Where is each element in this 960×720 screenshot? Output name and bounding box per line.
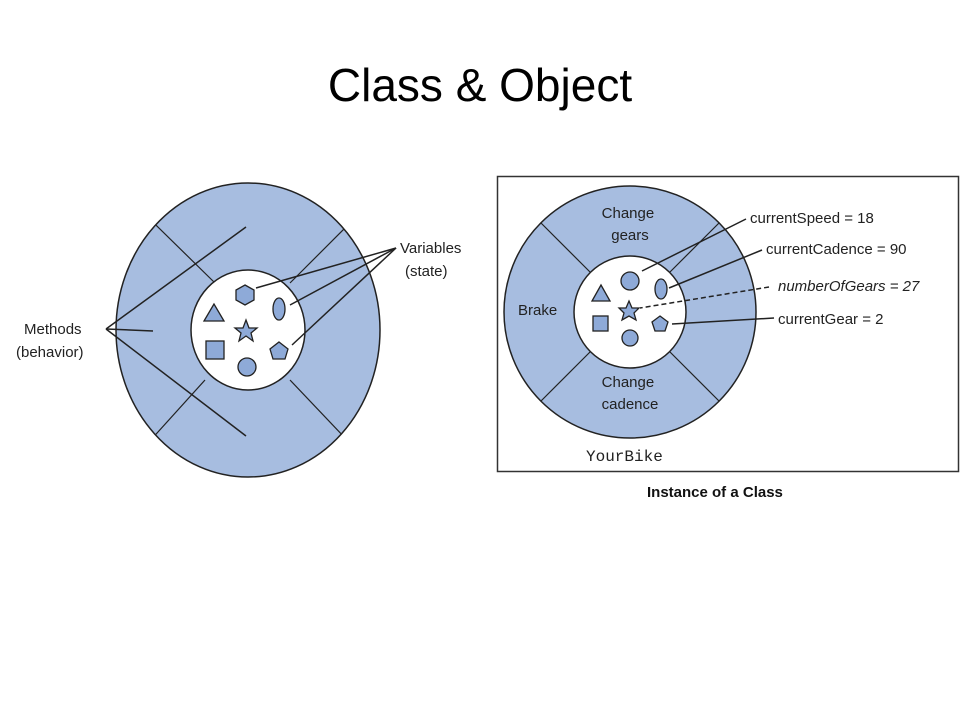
hexagon-icon	[235, 284, 255, 306]
variable-pointers	[639, 218, 775, 325]
segment-change-gears: Change gears	[602, 205, 659, 244]
class-state-shapes	[202, 284, 289, 377]
diagram-caption: Instance of a Class	[647, 484, 783, 501]
variable-current-gear: currentGear = 2	[778, 311, 883, 328]
variable-number-of-gears: numberOfGears = 27	[778, 278, 920, 295]
variables-label: Variables (state)	[400, 240, 466, 280]
square-icon	[592, 315, 609, 332]
variable-current-cadence: currentCadence = 90	[766, 241, 907, 258]
segment-change-cadence: Change cadence	[602, 374, 659, 413]
star-icon	[233, 318, 259, 343]
page-title: Class & Object	[327, 59, 633, 111]
methods-label: Methods (behavior)	[16, 321, 86, 361]
ellipse-icon	[272, 297, 286, 321]
segment-brake: Brake	[518, 302, 557, 319]
pointer-lines	[105, 226, 397, 437]
circle-icon	[237, 357, 257, 377]
ellipse-icon	[654, 278, 668, 300]
star-icon	[617, 299, 641, 322]
variable-current-speed: currentSpeed = 18	[750, 210, 874, 227]
object-state-shapes	[590, 271, 669, 347]
pentagon-icon	[651, 315, 669, 332]
circle-icon	[621, 329, 639, 347]
triangle-icon	[590, 283, 612, 302]
square-icon	[205, 340, 225, 360]
circle-icon	[620, 271, 640, 291]
triangle-icon	[202, 302, 226, 322]
object-name: YourBike	[586, 448, 663, 466]
pentagon-icon	[269, 341, 289, 360]
